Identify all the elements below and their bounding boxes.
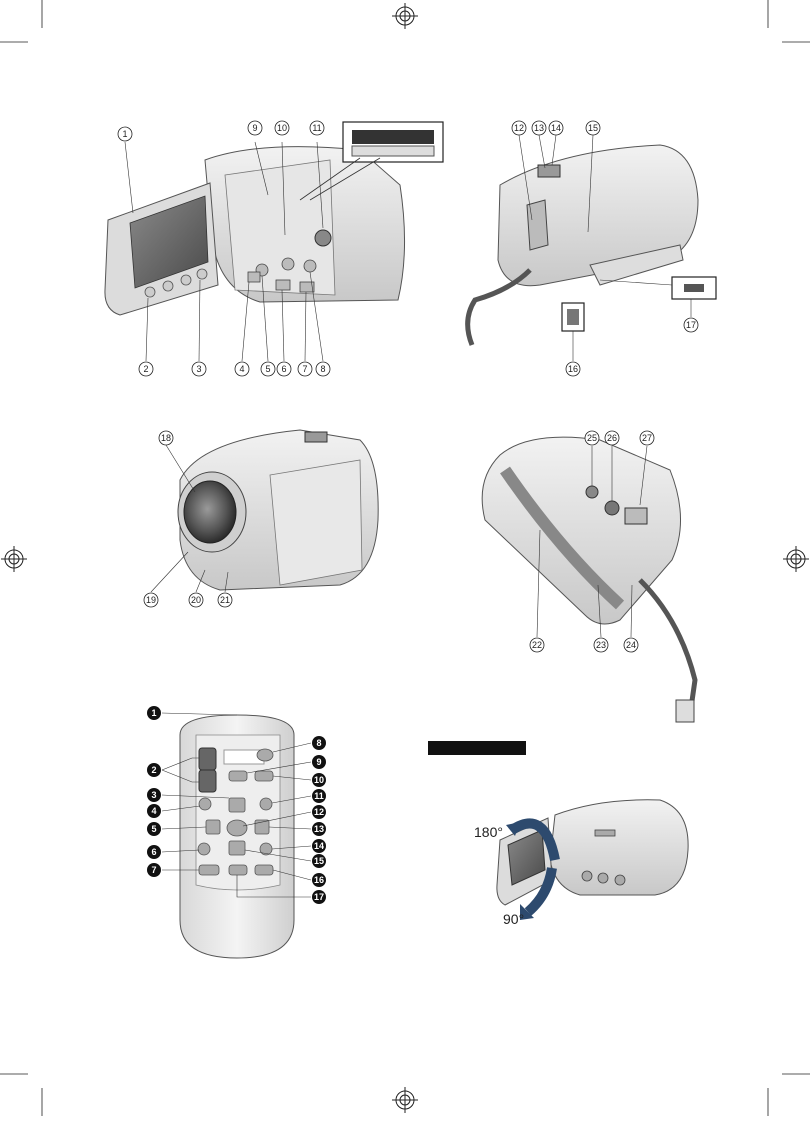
remote-control-figure: 1 2 3 4 5 6 7 8 9 10 11 12 13 14 15 16 1… — [147, 706, 326, 959]
camcorder-open-lcd-figure: 1 2 3 4 5 6 7 8 9 10 11 — [104, 120, 444, 377]
angle-label-180: 180° — [474, 824, 503, 840]
callout-number: 10 — [277, 123, 287, 133]
callout-number: 9 — [316, 757, 321, 767]
callout-group-lens: 18 19 20 21 — [143, 430, 233, 608]
callout-number: 7 — [151, 865, 156, 875]
callout-number: 6 — [281, 364, 286, 374]
callout-number: 19 — [146, 595, 156, 605]
callout-number: 2 — [151, 765, 156, 775]
callout-number: 11 — [314, 791, 324, 801]
callout-number: 5 — [151, 824, 156, 834]
callout-group-bottom: 25 26 27 22 23 24 — [529, 430, 655, 653]
callout-number: 7 — [302, 364, 307, 374]
section-heading-bar — [428, 741, 526, 755]
callout-number: 23 — [596, 640, 606, 650]
callout-number: 6 — [151, 847, 156, 857]
callout-number: 1 — [122, 129, 127, 139]
callout-number: 8 — [320, 364, 325, 374]
camcorder-bottom-figure: 25 26 27 22 23 24 — [481, 430, 698, 723]
callout-number: 14 — [314, 841, 324, 851]
callout-number: 17 — [314, 892, 324, 902]
callout-number: 13 — [534, 123, 544, 133]
callout-number: 27 — [642, 433, 652, 443]
lcd-rotation-figure: 180° 90° — [474, 799, 689, 927]
callout-number: 16 — [314, 875, 324, 885]
callout-number: 17 — [686, 320, 696, 330]
callout-number: 18 — [161, 433, 171, 443]
callout-number: 26 — [607, 433, 617, 443]
callout-number: 20 — [191, 595, 201, 605]
callout-number: 5 — [265, 364, 270, 374]
callout-number: 22 — [532, 640, 542, 650]
callout-number: 25 — [587, 433, 597, 443]
callout-number: 1 — [151, 708, 156, 718]
callout-number: 13 — [314, 824, 324, 834]
callout-group-right-side: 12 13 14 15 16 17 — [511, 120, 699, 377]
camcorder-right-side-figure: 12 13 14 15 16 17 — [465, 120, 717, 377]
callout-number: 4 — [239, 364, 244, 374]
registration-mark-icon — [392, 3, 418, 29]
callout-number: 3 — [196, 364, 201, 374]
callout-number: 16 — [568, 364, 578, 374]
callout-number: 11 — [312, 123, 321, 133]
callout-number: 12 — [314, 807, 324, 817]
callout-number: 3 — [151, 790, 156, 800]
callout-number: 24 — [626, 640, 636, 650]
registration-mark-icon — [1, 546, 809, 1113]
camcorder-lens-figure: 18 19 20 21 — [143, 429, 379, 608]
callout-group-front-left: 1 2 3 4 5 6 7 8 9 10 11 — [117, 120, 331, 377]
callout-number: 12 — [514, 123, 524, 133]
callout-number: 15 — [314, 856, 324, 866]
callout-number: 9 — [252, 123, 257, 133]
callout-number: 10 — [314, 775, 324, 785]
callout-number: 15 — [588, 123, 598, 133]
callout-number: 4 — [151, 806, 156, 816]
callout-number: 8 — [316, 738, 321, 748]
callout-number: 21 — [220, 595, 230, 605]
callout-group-remote: 1 2 3 4 5 6 7 8 9 10 11 12 13 14 15 16 1… — [147, 706, 326, 904]
callout-number: 2 — [143, 364, 148, 374]
angle-label-90: 90° — [503, 911, 524, 927]
callout-number: 14 — [551, 123, 561, 133]
